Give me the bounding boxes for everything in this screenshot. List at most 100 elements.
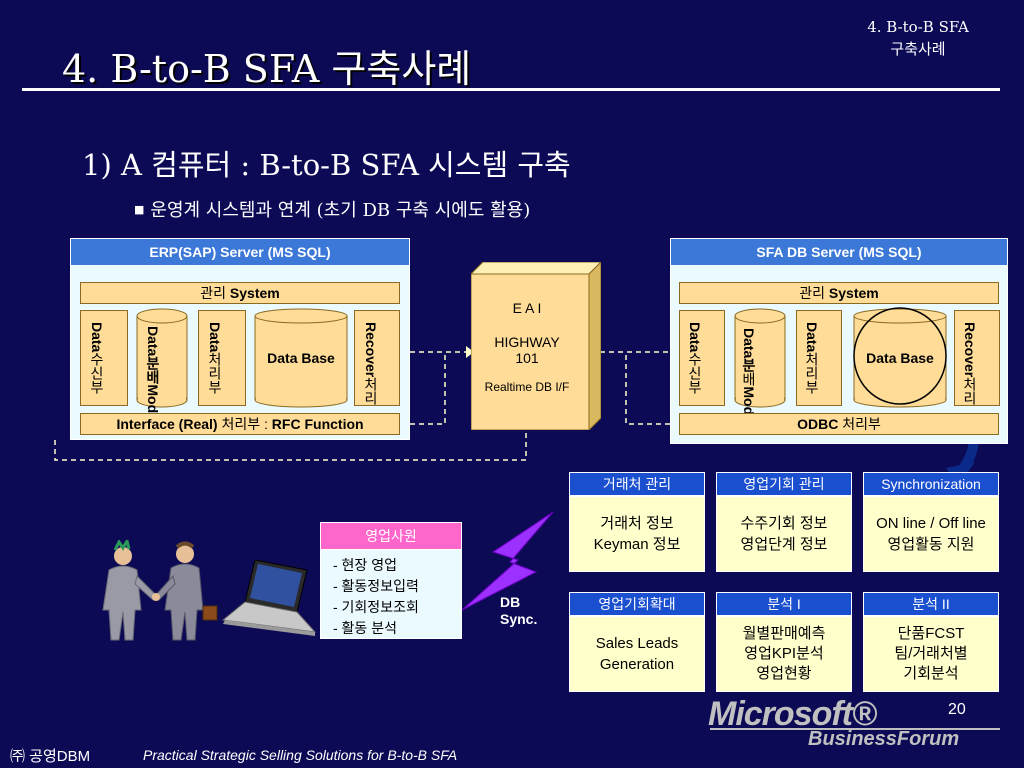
- sfa-col1-bold: Data: [687, 322, 703, 353]
- page-title: 4. B-to-B SFA 구축사례: [62, 47, 472, 91]
- sales-item-4: - 활동 분석: [333, 620, 397, 636]
- panel-head-opportunity: 영업기회 관리: [716, 472, 852, 496]
- erp-server-header: ERP(SAP) Server (MS SQL): [71, 239, 409, 265]
- businessmen-handshake-icon: [102, 540, 317, 641]
- panel-analysis2-line2: 팀/거래처별: [894, 645, 968, 662]
- title-divider: [22, 88, 1000, 91]
- arrow-right-icon: [466, 346, 474, 358]
- lightning-bolt-icon: [461, 511, 554, 611]
- erp-interface-bar: Interface (Real) 처리부 : RFC Function: [80, 413, 400, 435]
- panel-sync-line1: ON line / Off line: [876, 515, 986, 532]
- panel-body-analysis-1: 월별판매예측 영업KPI분석 영업현황: [716, 616, 852, 692]
- panel-expansion-line1: Sales Leads: [595, 635, 679, 652]
- corner-title: 4. B-to-B SFA 구축사례: [828, 16, 1008, 60]
- erp-data-receiver-label: Data수신부: [88, 322, 105, 402]
- sales-rep-header: 영업사원: [320, 522, 462, 550]
- erp-col5-text: 처리: [363, 377, 379, 406]
- panel-expansion-line2: Generation: [599, 656, 675, 673]
- panel-body-opportunity: 수주기회 정보 영업단계 정보: [716, 496, 852, 572]
- eai-text: E A I HIGHWAY 101 Realtime DB I/F: [474, 300, 580, 394]
- sfa-col2-bold: Data분: [741, 328, 757, 373]
- corner-title-line2: 구축사례: [890, 40, 946, 58]
- sfa-database-cylinder: [853, 307, 947, 408]
- sfa-distribution-cylinder: [734, 308, 786, 408]
- logo-divider: [710, 728, 1000, 730]
- sfa-odbc-connector: [625, 352, 670, 425]
- eai-highway-box: [471, 262, 601, 430]
- erp-data-receiver-box: [80, 310, 128, 406]
- panel-body-expansion: Sales Leads Generation: [569, 616, 705, 692]
- panel-head-account: 거래처 관리: [569, 472, 705, 496]
- eai-line3: 101: [515, 350, 539, 366]
- erp-bottom-connector: [54, 430, 527, 461]
- erp-col3-text: 처리부: [207, 352, 223, 395]
- panel-head-sync: Synchronization: [863, 472, 999, 496]
- sfa-odbc-text: 처리부: [842, 416, 881, 432]
- panel-body-analysis-2: 단품FCST 팀/거래처별 기회분석: [863, 616, 999, 692]
- sfa-col3-bold: Data: [804, 322, 820, 353]
- microsoft-logo: Microsoft®: [708, 695, 877, 733]
- db-sync-line1: DB: [500, 594, 521, 610]
- erp-mgmt-prefix: 관리: [200, 285, 227, 301]
- sfa-server-header: SFA DB Server (MS SQL): [671, 239, 1007, 265]
- section-subtitle: 1) A 컴퓨터 : B-to-B SFA 시스템 구축: [82, 148, 571, 182]
- sfa-distribution-label: Data분배Module: [740, 328, 757, 435]
- panel-body-sync: ON line / Off line 영업활동 지원: [863, 496, 999, 572]
- sfa-recover-box: [954, 310, 1000, 406]
- sfa-odbc-bar: ODBC 처리부: [679, 413, 999, 435]
- erp-interface-b: 처리부 :: [221, 416, 268, 432]
- sales-rep-list: - 현장 영업 - 활동정보입력 - 기회정보조회 - 활동 분석: [320, 549, 462, 639]
- sfa-odbc-bold: ODBC: [797, 416, 839, 432]
- panel-account-line2: Keyman 정보: [593, 536, 681, 553]
- sfa-recover-label: Recover처리: [961, 322, 978, 405]
- sfa-management-system: 관리 System: [679, 282, 999, 304]
- erp-col3-bold: Data: [207, 322, 223, 353]
- erp-data-processor-box: [198, 310, 246, 406]
- eai-line4: Realtime DB I/F: [484, 380, 570, 394]
- bullet-text: 운영계 시스템과 연계 (초기 DB 구축 시에도 활용): [150, 200, 531, 221]
- bullet-item: ■ 운영계 시스템과 연계 (초기 DB 구축 시에도 활용): [134, 196, 530, 222]
- erp-col5-bold: Recover: [363, 322, 379, 378]
- eai-line2: HIGHWAY: [494, 334, 560, 350]
- sfa-data-processor-box: [796, 310, 842, 406]
- erp-col2-bold: Data분배: [145, 326, 161, 385]
- panel-analysis1-line2: 영업KPI분석: [744, 645, 824, 662]
- sfa-database-label: Data Base: [866, 350, 934, 366]
- sales-item-2: - 활동정보입력: [333, 578, 419, 594]
- square-bullet-icon: ■: [134, 203, 145, 216]
- sfa-mgmt-prefix: 관리: [799, 285, 826, 301]
- sfa-data-receiver-label: Data수신부: [686, 322, 703, 402]
- panel-head-analysis-1: 분석 I: [716, 592, 852, 616]
- erp-database-label: Data Base: [267, 350, 335, 366]
- erp-interface-connector: [410, 352, 446, 425]
- erp-col1-bold: Data: [89, 322, 105, 353]
- corner-title-line1: 4. B-to-B SFA: [867, 18, 969, 36]
- erp-distribution-label: Data분배Module: [144, 326, 161, 433]
- sfa-col2-text: 배: [741, 372, 757, 387]
- erp-interface-a: Interface (Real): [116, 416, 218, 432]
- erp-management-system: 관리 System: [80, 282, 400, 304]
- sfa-col1-text: 수신부: [687, 352, 703, 395]
- panel-body-account: 거래처 정보 Keyman 정보: [569, 496, 705, 572]
- sfa-col5-bold: Recover: [962, 322, 978, 378]
- panel-account-line1: 거래처 정보: [600, 515, 674, 532]
- panel-opportunity-line2: 영업단계 정보: [740, 536, 828, 553]
- panel-analysis1-line1: 월별판매예측: [742, 625, 826, 642]
- panel-analysis2-line1: 단품FCST: [897, 625, 965, 642]
- sales-item-3: - 기회정보조회: [333, 599, 419, 615]
- erp-data-processor-label: Data처리부: [206, 322, 223, 402]
- eai-line1: E A I: [512, 300, 542, 316]
- sfa-data-processor-label: Data처리부: [803, 322, 820, 402]
- erp-recover-box: [354, 310, 400, 406]
- erp-mgmt-bold: System: [229, 285, 280, 301]
- db-sync-label: DB Sync.: [500, 594, 537, 628]
- panel-opportunity-line1: 수주기회 정보: [740, 515, 828, 532]
- panel-head-analysis-2: 분석 II: [863, 592, 999, 616]
- panel-analysis1-line3: 영업현황: [756, 665, 812, 682]
- footer-company: ㈜ 공영DBM: [10, 748, 91, 765]
- footer-tagline: Practical Strategic Selling Solutions fo…: [143, 747, 458, 763]
- erp-recover-label: Recover처리: [362, 322, 379, 406]
- panel-analysis2-line3: 기회분석: [903, 665, 959, 682]
- page-number: 20: [948, 701, 966, 718]
- erp-col1-text: 수신부: [89, 352, 105, 395]
